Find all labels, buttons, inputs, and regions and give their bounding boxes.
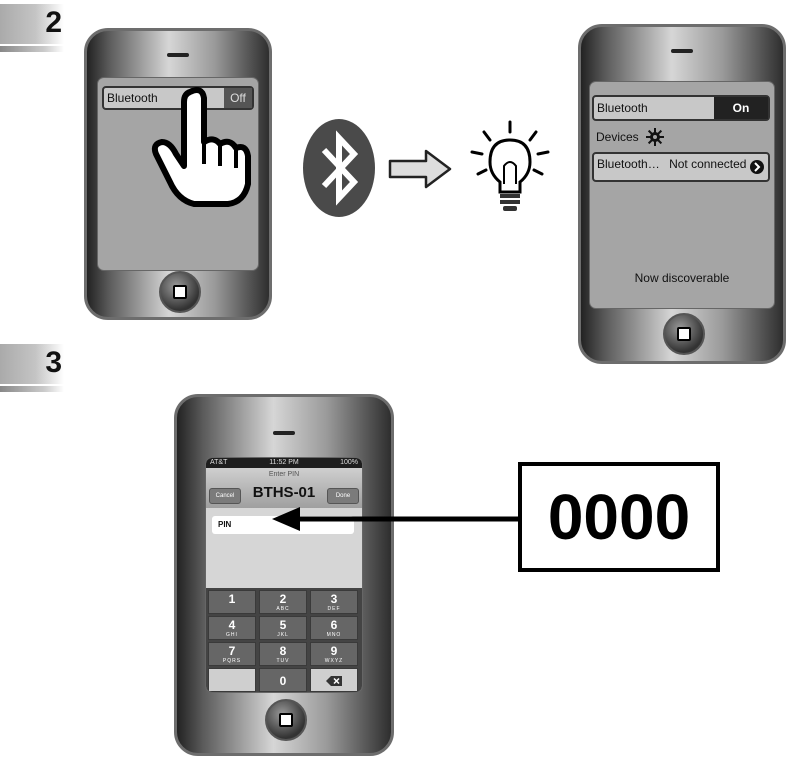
key-blank	[208, 668, 256, 692]
devices-header: Devices	[596, 130, 639, 144]
discoverable-text: Now discoverable	[634, 271, 730, 285]
bluetooth-label: Bluetooth	[107, 91, 158, 105]
chevron-right-icon[interactable]	[749, 159, 765, 175]
carrier: AT&T	[210, 459, 228, 466]
device-row[interactable]: Bluetooth… Not connected	[592, 152, 770, 182]
devices-label: Devices	[596, 130, 639, 144]
home-button[interactable]	[663, 313, 705, 355]
battery: 100%	[340, 459, 358, 466]
device-status: Not connected	[669, 157, 747, 171]
earpiece	[671, 49, 693, 53]
device-name: Bluetooth…	[597, 157, 660, 171]
nav-prompt: Enter PIN	[268, 471, 300, 478]
bluetooth-label: Bluetooth	[597, 101, 648, 115]
lightbulb-icon	[470, 120, 550, 211]
key-1[interactable]: 1	[208, 590, 256, 614]
bluetooth-toggle[interactable]: Off	[224, 88, 252, 108]
bluetooth-toggle-row[interactable]: Bluetooth On	[592, 95, 770, 121]
pointing-hand-icon	[151, 87, 251, 207]
device-title: BTHS-01	[252, 484, 316, 501]
home-button[interactable]	[159, 271, 201, 313]
key-backspace[interactable]	[310, 668, 358, 692]
step-number: 3	[45, 346, 62, 379]
bluetooth-toggle[interactable]: On	[714, 97, 768, 119]
arrow-right-icon	[388, 149, 452, 189]
clock: 11:52 PM	[269, 459, 299, 466]
cancel-button[interactable]: Cancel	[209, 488, 241, 504]
phone-screen: Bluetooth On Devices Bluetooth… Not conn…	[589, 81, 775, 309]
earpiece	[273, 431, 295, 435]
step-number: 2	[45, 6, 62, 39]
bluetooth-toggle-row[interactable]: Bluetooth Off	[102, 86, 254, 110]
gear-icon	[646, 128, 664, 146]
pin-code-box: 0000	[518, 462, 720, 572]
phone-right: Bluetooth On Devices Bluetooth… Not conn…	[578, 24, 786, 364]
status-bar: AT&T 11:52 PM 100%	[206, 458, 362, 468]
backspace-icon	[326, 676, 342, 686]
phone-screen: AT&T 11:52 PM 100% Enter PIN BTHS-01 Can…	[205, 457, 363, 693]
home-button[interactable]	[265, 699, 307, 741]
key-0[interactable]: 0	[259, 668, 307, 692]
earpiece	[167, 53, 189, 57]
done-button[interactable]: Done	[327, 488, 359, 504]
pin-pointer-arrow-icon	[272, 507, 520, 531]
phone-pin: AT&T 11:52 PM 100% Enter PIN BTHS-01 Can…	[174, 394, 394, 756]
step-2-badge: 2	[0, 4, 64, 52]
nav-bar: Enter PIN BTHS-01 Cancel Done	[206, 468, 362, 508]
step-3-badge: 3	[0, 344, 64, 392]
bluetooth-icon	[303, 119, 375, 217]
